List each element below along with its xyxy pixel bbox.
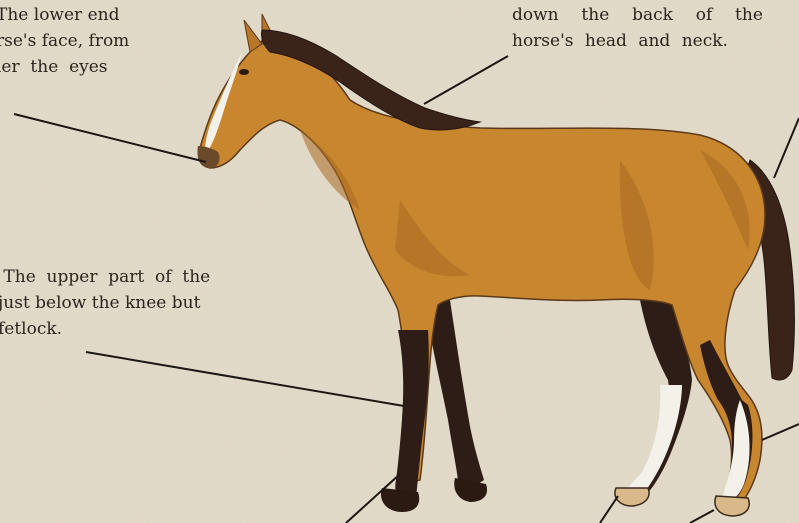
caption-nose: The lower end rse's face, from ler the e…: [0, 2, 129, 80]
caption-line: rse's face, from: [0, 28, 129, 54]
caption-line: ler the eyes: [0, 54, 129, 80]
caption-line: The upper part of the: [0, 264, 210, 290]
eye: [239, 69, 249, 75]
caption-line: fetlock.: [0, 316, 210, 342]
caption-line: The lower end: [0, 2, 129, 28]
caption-line: just below the knee but: [0, 290, 210, 316]
caption-mane: down the back of the horse's head and ne…: [512, 2, 763, 54]
caption-line: horse's head and neck.: [512, 28, 763, 54]
near-hind-hoof: [715, 496, 749, 516]
caption-cannon: The upper part of the just below the kne…: [0, 264, 210, 342]
caption-line: down the back of the: [512, 2, 763, 28]
